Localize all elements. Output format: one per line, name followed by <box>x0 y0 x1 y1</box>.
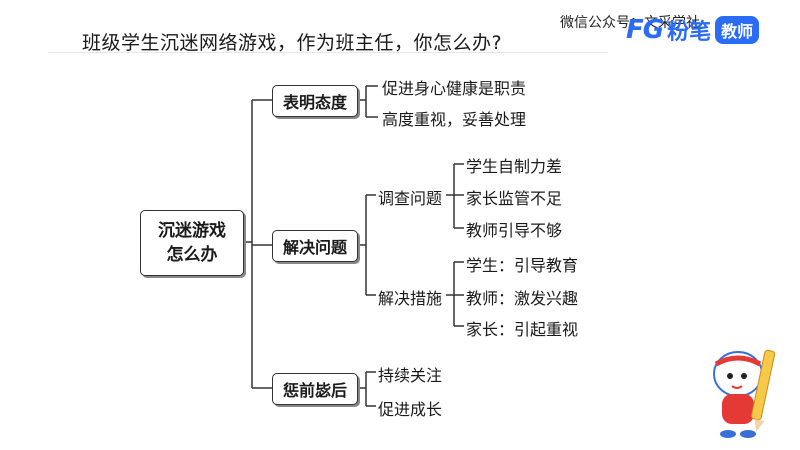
leaf-node: 持续关注 <box>378 366 443 385</box>
branch-node-solve: 解决问题 <box>272 230 358 262</box>
leaf-node: 家长监管不足 <box>466 189 563 208</box>
leaf-node: 学生：引导教育 <box>466 256 579 275</box>
mascot-icon <box>713 349 776 438</box>
leaf-node: 教师：激发兴趣 <box>466 289 579 308</box>
title-divider <box>48 52 608 53</box>
page-title: 班级学生沉迷网络游戏，作为班主任，你怎么办? <box>82 32 503 54</box>
leaf-node: 促进成长 <box>378 400 443 419</box>
root-line-1: 沉迷游戏 <box>158 221 226 241</box>
leaf-node: 学生自制力差 <box>466 157 563 176</box>
logo-mark: FG <box>626 15 664 45</box>
root-node: 沉迷游戏 怎么办 <box>140 210 244 276</box>
leaf-node: 教师引导不够 <box>466 221 563 240</box>
leaf-node: 高度重视，妥善处理 <box>382 110 527 129</box>
branch-node-attitude: 表明态度 <box>272 85 358 117</box>
logo-badge: 教师 <box>715 16 760 44</box>
branch-node-prevent: 惩前毖后 <box>272 373 358 405</box>
brand-logo: FG 粉笔 教师 <box>626 15 760 45</box>
sub-node-measures: 解决措施 <box>378 289 443 308</box>
leaf-node: 促进身心健康是职责 <box>382 79 527 98</box>
sub-node-investigate: 调查问题 <box>378 189 443 208</box>
leaf-node: 家长：引起重视 <box>466 320 579 339</box>
logo-brand-text: 粉笔 <box>667 20 712 45</box>
root-line-2: 怎么办 <box>166 245 218 265</box>
wechat-account-label: 微信公众号：文采学社 <box>560 15 700 31</box>
